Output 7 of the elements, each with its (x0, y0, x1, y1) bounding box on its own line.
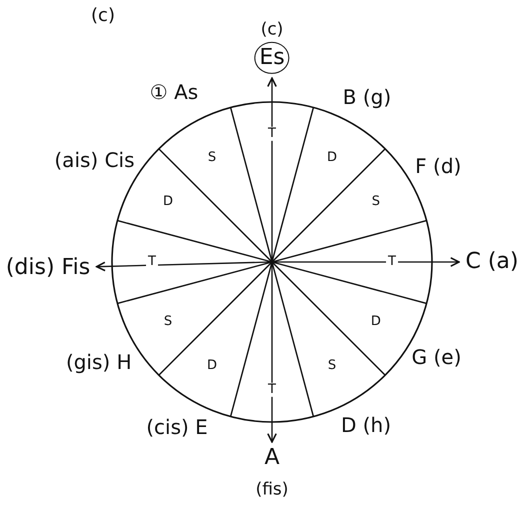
arrow (267, 262, 277, 443)
arrow (272, 257, 460, 267)
function-letter: T (266, 382, 278, 398)
arrow (267, 77, 277, 262)
function-letter: T (266, 126, 278, 142)
arrow (96, 261, 272, 272)
circled-key-name: Es (254, 42, 290, 74)
